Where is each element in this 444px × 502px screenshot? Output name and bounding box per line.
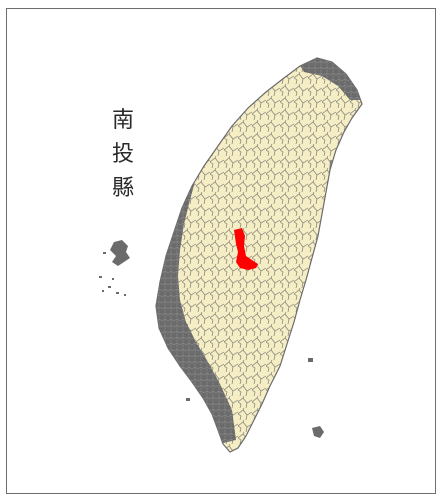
liuqiu-island <box>186 398 190 401</box>
outlying-islets <box>186 358 324 438</box>
map-title: 南 投 縣 <box>106 104 140 206</box>
boundary-layer <box>156 58 362 452</box>
green-island <box>308 358 313 362</box>
map-title-char-2: 投 <box>111 142 134 167</box>
map-title-char-3: 縣 <box>111 176 134 201</box>
eastern-dense-districts <box>322 160 362 240</box>
township-boundaries <box>156 58 362 452</box>
map-title-char-1: 南 <box>111 108 134 133</box>
penghu-main-island <box>110 240 130 266</box>
orchid-island <box>312 426 324 438</box>
highlighted-county <box>234 228 258 270</box>
penghu-islands <box>99 240 130 296</box>
